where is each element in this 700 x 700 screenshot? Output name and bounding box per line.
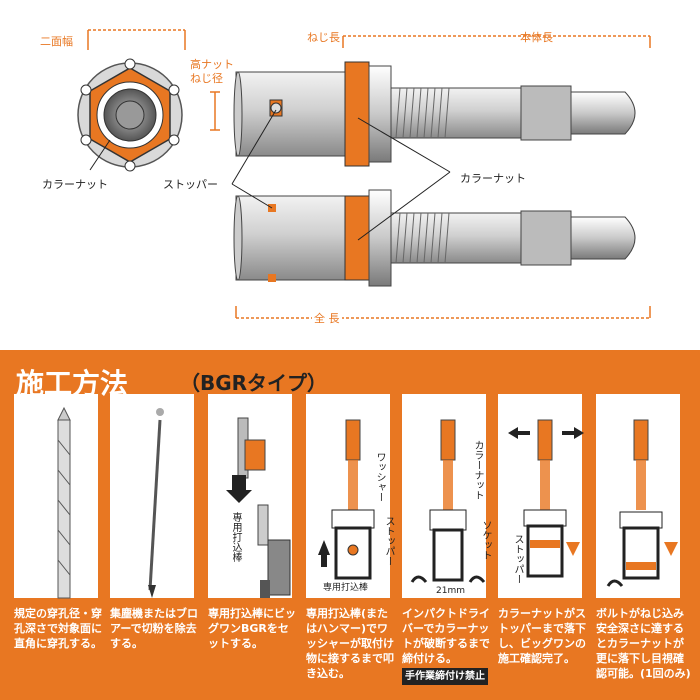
bolt-side-view-2	[233, 189, 636, 287]
step-5-warning-tag: 手作業締付け禁止	[402, 668, 488, 685]
bolt-side-view-1	[233, 61, 636, 167]
label-nimen-haba: 二面幅	[40, 35, 73, 48]
step-5-desc: インパクトドライバーでカラーナットが破断するまで締付ける。	[402, 607, 490, 665]
step-7-number: 7	[608, 394, 624, 419]
anchor-bolt-drawing	[77, 29, 651, 319]
step-2-panel	[110, 394, 194, 598]
label-hontai-cho: 本体長	[520, 31, 553, 44]
step-2-number: 2	[122, 394, 138, 419]
label-taka-nut: 高ナット	[190, 58, 234, 71]
step-6-number: 6	[510, 394, 526, 419]
step-4-label-washer: ワッシャー	[374, 452, 385, 502]
label-zen-cho: 全 長	[312, 310, 342, 326]
step-6-desc: カラーナットがストッパーまで落下し、ビッグワンの施工確認完了。	[498, 607, 586, 665]
step-3-panel	[208, 394, 292, 598]
step-7-panel	[596, 394, 680, 598]
step-1-panel	[14, 394, 98, 598]
step-5-label-collar: カラーナット	[472, 440, 483, 500]
step-3-label-rod: 専用打込棒	[230, 512, 241, 562]
step-5-block: インパクトドライバーでカラーナットが破断するまで締付ける。 手作業締付け禁止	[402, 606, 492, 685]
step-1-desc: 規定の穿孔径・穿孔深さで対象面に直角に穿孔する。	[14, 607, 102, 650]
step-4-label-rod: 専用打込棒	[323, 583, 369, 593]
label-neji-kei: ねじ径	[190, 72, 223, 85]
step-5-label-size: 21mm	[436, 586, 465, 596]
step-1-number: 1	[26, 394, 42, 419]
label-collar-nut-left: カラーナット	[42, 178, 108, 191]
step-4-label-stopper: ストッパー	[383, 516, 394, 566]
step-5-number: 5	[414, 394, 430, 419]
step-2-desc: 集塵機またはブロアーで切粉を除去する。	[110, 607, 198, 650]
label-stopper: ストッパー	[163, 178, 218, 191]
step-4-number: 4	[318, 394, 334, 419]
end-view	[77, 58, 183, 172]
step-3-desc: 専用打込棒にビッグワンBGRをセットする。	[208, 607, 296, 650]
label-collar-nut-right: カラーナット	[460, 172, 526, 185]
product-diagram: 二面幅 高ナット ねじ径 ねじ長 本体長 カラーナット ストッパー カラーナット…	[40, 29, 651, 326]
section-subtitle: （BGRタイプ）	[180, 371, 328, 395]
step-6-label-stopper: ストッパー	[512, 534, 523, 584]
label-neji-cho: ねじ長	[307, 31, 340, 44]
step-3-number: 3	[220, 394, 236, 419]
step-4-desc: 専用打込棒(またはハンマー)でワッシャーが取付け物に接するまで叩き込む。	[306, 607, 394, 680]
step-7-desc: ボルトがねじ込み安全深さに達するとカラーナットが更に落下し目視確認可能。(1回の…	[596, 607, 691, 680]
step-5-label-socket: ソケット	[480, 520, 491, 560]
